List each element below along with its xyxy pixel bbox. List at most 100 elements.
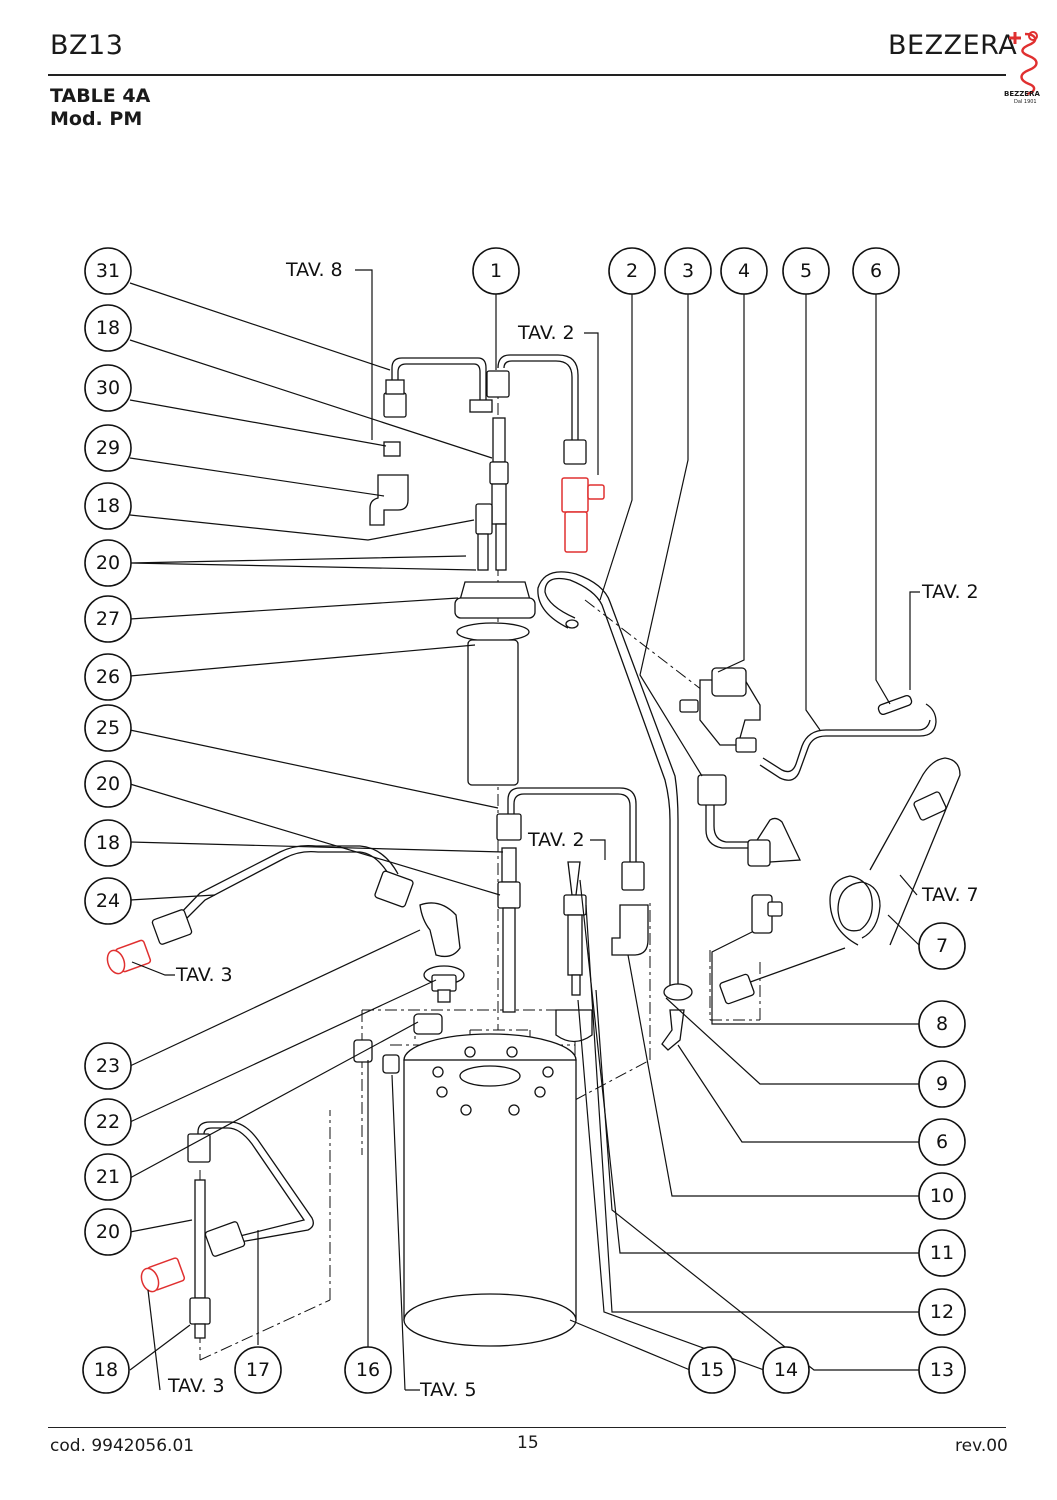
brand-name: BEZZERA — [888, 30, 1018, 61]
callout-11: 11 — [918, 1229, 966, 1277]
table-subtitle: Mod. PM — [50, 108, 143, 130]
table-title: TABLE 4A — [50, 85, 151, 107]
lower-left-pipe-assembly — [140, 1121, 314, 1339]
boiler — [353, 1033, 577, 1347]
svg-text:17: 17 — [246, 1359, 270, 1381]
callout-16: 16 — [344, 1346, 392, 1394]
svg-text:29: 29 — [96, 437, 120, 459]
callout-18: 18 — [84, 819, 132, 867]
callout-20: 20 — [84, 1208, 132, 1256]
ref-tav2-top: TAV. 2 — [517, 322, 575, 344]
ref-tav5: TAV. 5 — [419, 1379, 477, 1401]
svg-text:24: 24 — [96, 890, 120, 912]
callout-31: 31 — [84, 247, 132, 295]
svg-text:5: 5 — [800, 260, 812, 282]
document-code: cod. 9942056.01 — [50, 1436, 195, 1456]
revision: rev.00 — [955, 1436, 1008, 1456]
svg-text:20: 20 — [96, 552, 120, 574]
callout-5: 5 — [782, 247, 830, 295]
callout-1: 1 — [472, 247, 520, 295]
ref-tav2-right: TAV. 2 — [921, 581, 979, 603]
svg-text:18: 18 — [94, 1359, 118, 1381]
svg-text:23: 23 — [96, 1055, 120, 1077]
callouts: 31 18 30 29 18 20 27 26 25 20 18 24 23 2… — [82, 247, 966, 1394]
callout-4: 4 — [720, 247, 768, 295]
svg-text:27: 27 — [96, 608, 120, 630]
callout-8: 8 — [918, 1000, 966, 1048]
svg-text:26: 26 — [96, 666, 120, 688]
callout-6: 6 — [852, 247, 900, 295]
table-heading: TABLE 4A Mod. PM — [50, 85, 150, 131]
callout-13: 13 — [918, 1346, 966, 1394]
logo-name: BEZZERA — [1004, 90, 1040, 98]
callout-18: 18 — [84, 482, 132, 530]
callout-10: 10 — [918, 1172, 966, 1220]
header-rule — [48, 74, 1006, 76]
svg-text:18: 18 — [96, 495, 120, 517]
ref-tav7: TAV. 7 — [921, 884, 979, 906]
callout-18: 18 — [82, 1346, 130, 1394]
svg-text:8: 8 — [936, 1013, 948, 1035]
callout-24: 24 — [84, 877, 132, 925]
svg-text:16: 16 — [356, 1359, 380, 1381]
svg-text:21: 21 — [96, 1166, 120, 1188]
svg-text:3: 3 — [682, 260, 694, 282]
svg-text:20: 20 — [96, 773, 120, 795]
ref-tav2-mid: TAV. 2 — [527, 829, 585, 851]
svg-text:31: 31 — [96, 260, 120, 282]
lower-center-assembly — [496, 787, 649, 1043]
callout-17: 17 — [234, 1346, 282, 1394]
logo-year: Dal 1901 — [1014, 99, 1037, 105]
callout-29: 29 — [84, 424, 132, 472]
footer-rule — [48, 1427, 1006, 1428]
svg-text:9: 9 — [936, 1073, 948, 1095]
callout-20: 20 — [84, 539, 132, 587]
callout-15: 15 — [688, 1346, 736, 1394]
ref-tav3-upper: TAV. 3 — [175, 964, 233, 986]
leader-lines — [129, 269, 921, 1391]
callout-27: 27 — [84, 595, 132, 643]
callout-21: 21 — [84, 1153, 132, 1201]
callout-3: 3 — [664, 247, 712, 295]
callout-23: 23 — [84, 1042, 132, 1090]
svg-text:18: 18 — [96, 832, 120, 854]
callout-9: 9 — [918, 1060, 966, 1108]
svg-text:15: 15 — [700, 1359, 724, 1381]
svg-text:1: 1 — [490, 260, 502, 282]
svg-text:30: 30 — [96, 377, 120, 399]
top-right-pipe — [486, 354, 605, 553]
callout-20: 20 — [84, 760, 132, 808]
callout-25: 25 — [84, 704, 132, 752]
callout-2: 2 — [608, 247, 656, 295]
heating-element-stack — [369, 417, 536, 786]
callout-22: 22 — [84, 1098, 132, 1146]
callout-30: 30 — [84, 364, 132, 412]
svg-text:20: 20 — [96, 1221, 120, 1243]
svg-text:13: 13 — [930, 1359, 954, 1381]
callout-6: 6 — [918, 1118, 966, 1166]
page-number: 15 — [517, 1433, 539, 1453]
table-references: TAV. 8 TAV. 2 TAV. 2 TAV. 2 TAV. 7 TAV. … — [167, 259, 979, 1401]
upper-pipe-assembly — [383, 357, 493, 418]
left-pipe-assembly — [106, 844, 465, 1035]
svg-text:22: 22 — [96, 1111, 120, 1133]
callout-12: 12 — [918, 1288, 966, 1336]
callout-26: 26 — [84, 653, 132, 701]
svg-text:6: 6 — [936, 1131, 948, 1153]
bezzera-logo-icon — [1009, 31, 1038, 96]
model-name: BZ13 — [50, 30, 124, 61]
callout-18: 18 — [84, 304, 132, 352]
svg-text:6: 6 — [870, 260, 882, 282]
svg-text:18: 18 — [96, 317, 120, 339]
callout-7: 7 — [918, 922, 966, 970]
svg-text:25: 25 — [96, 717, 120, 739]
svg-text:11: 11 — [930, 1242, 954, 1264]
svg-text:2: 2 — [626, 260, 638, 282]
ref-tav3-lower: TAV. 3 — [167, 1375, 225, 1397]
svg-text:12: 12 — [930, 1301, 954, 1323]
svg-text:7: 7 — [936, 935, 948, 957]
callout-14: 14 — [762, 1346, 810, 1394]
svg-text:14: 14 — [774, 1359, 798, 1381]
right-pipe-assembly — [537, 571, 961, 1051]
svg-text:10: 10 — [930, 1185, 954, 1207]
